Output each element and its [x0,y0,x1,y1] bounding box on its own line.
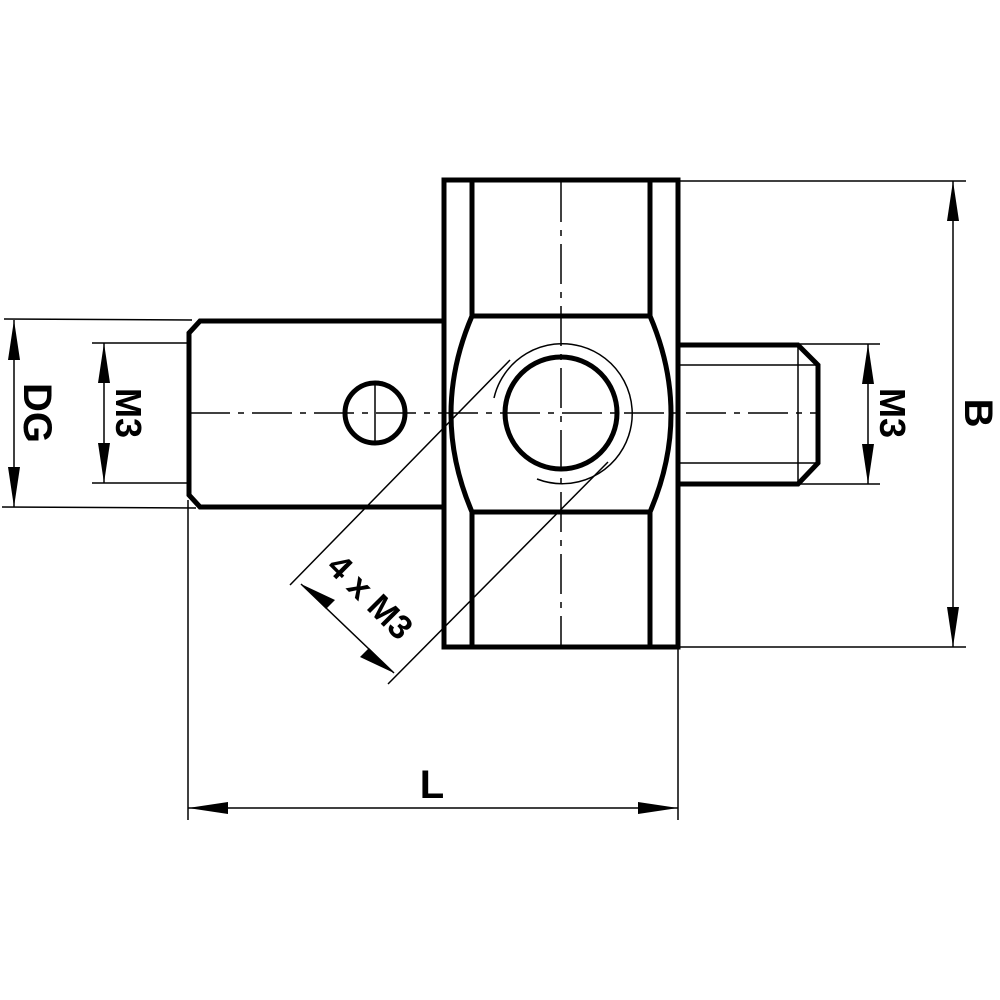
arrow-downright-icon [360,648,394,673]
thread-arc [493,343,633,485]
arrow-down-icon [8,467,20,507]
dimension-l: L [188,763,678,814]
right-m3-label: M3 [872,388,913,438]
right-stud-outline [678,342,821,487]
arrow-down-icon [862,444,874,484]
ext-line [1,506,197,509]
arrow-down-icon [947,607,959,647]
dg-label: DG [15,383,59,443]
arrow-right-icon [638,802,678,814]
dimension-b: B [947,181,1000,647]
l-label: L [420,763,444,807]
hub-left-curve [448,315,475,513]
arrow-upleft-icon [301,584,335,609]
ext-line [3,318,193,321]
arrow-down-icon [98,443,110,483]
right-stud [678,342,821,487]
center-lines [190,182,818,646]
left-m3-label: M3 [108,388,149,438]
extension-lines [1,180,966,820]
left-shaft [186,318,444,510]
ext-line [387,461,609,685]
arrow-up-icon [862,344,874,384]
arrow-up-icon [98,343,110,383]
b-label: B [956,399,1000,428]
ext-line [289,359,511,586]
dimension-right-m3: M3 [862,344,913,484]
arrow-left-icon [188,802,228,814]
dimension-dg: DG [8,320,59,507]
dimension-left-m3: M3 [98,343,149,483]
arrow-up-icon [947,181,959,221]
4x-m3-label: 4 x M3 [320,547,420,647]
dimension-4xm3: 4 x M3 [300,547,420,674]
hub-right-curve [647,315,674,513]
arrow-up-icon [8,320,20,360]
left-shaft-outline [186,318,444,510]
